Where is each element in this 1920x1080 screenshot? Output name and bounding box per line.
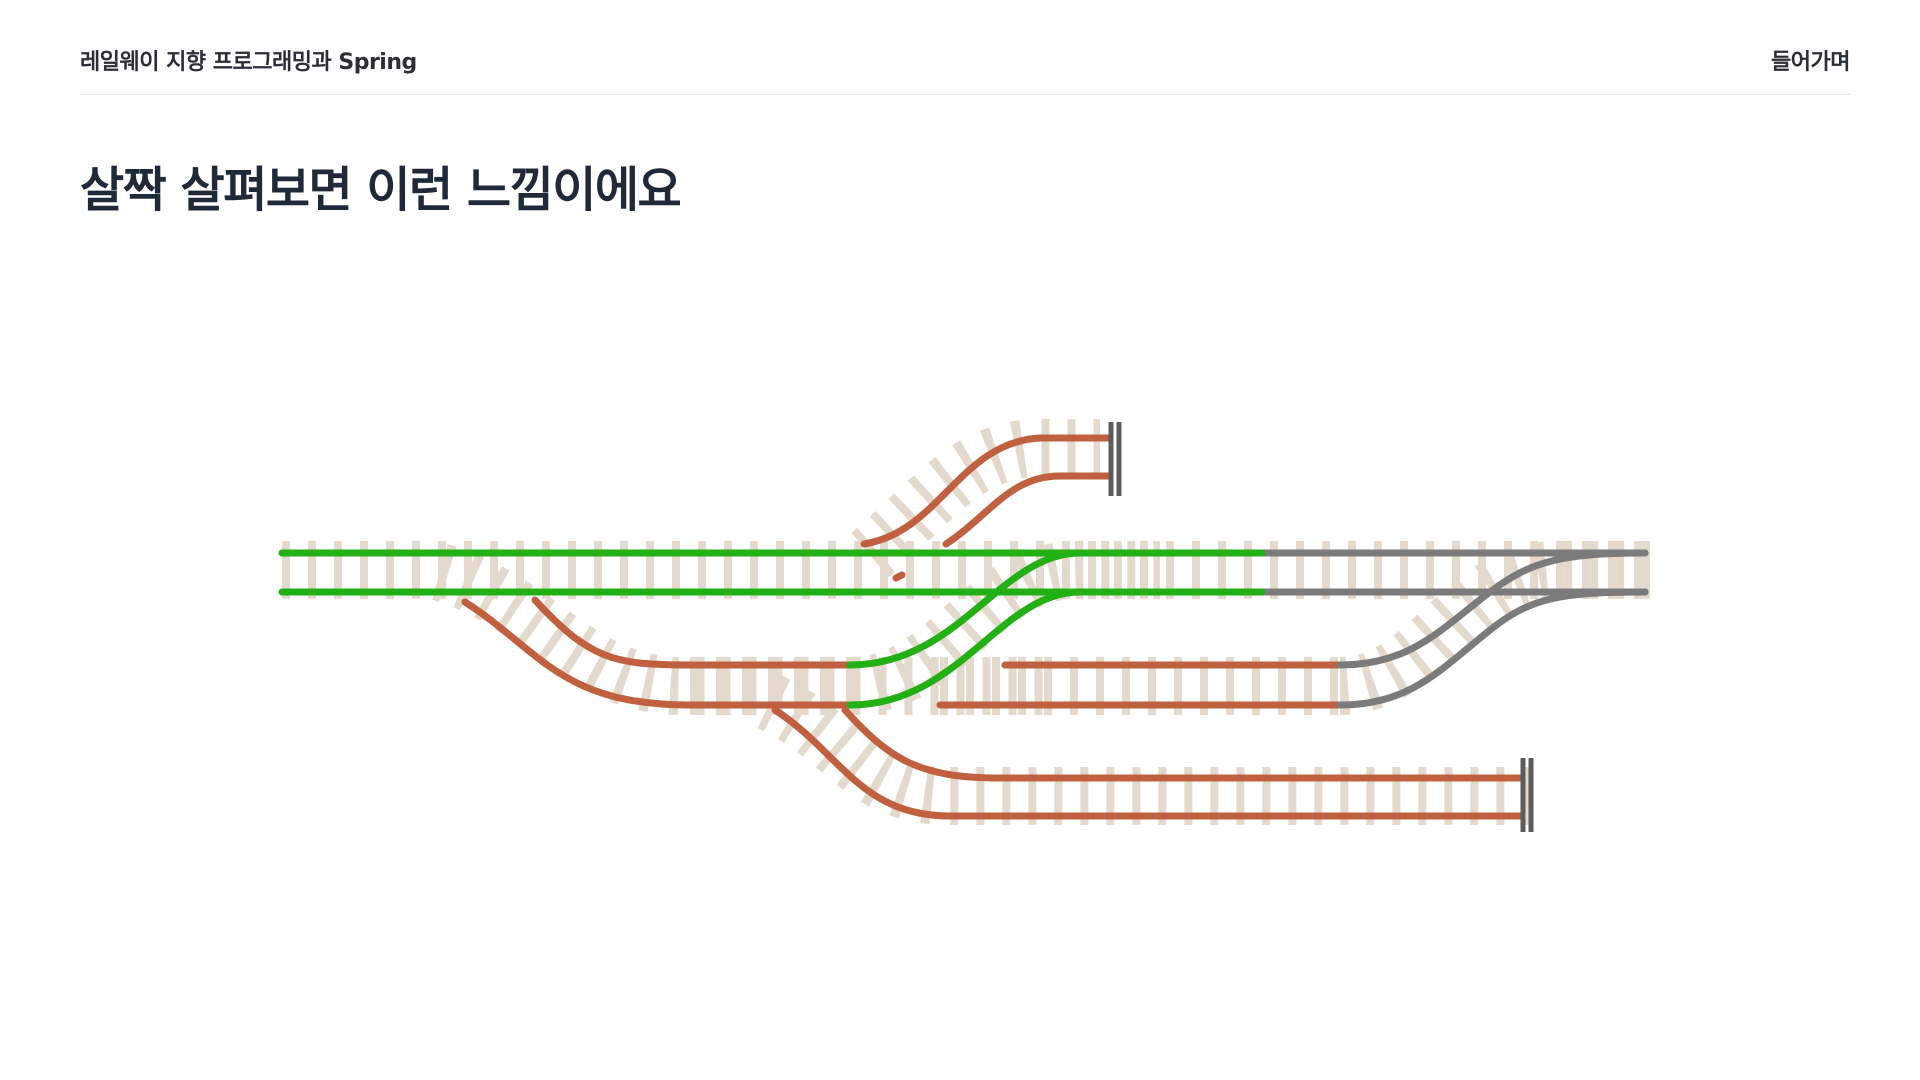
sleepers-bottom-branch [756,675,1530,825]
slide-header: 레일웨이 지향 프로그래밍과 Spring 들어가며 [80,44,1850,95]
success-tracks [278,549,1266,709]
inactive-tracks [1258,549,1649,709]
buffer-stop-top [1108,422,1122,496]
rail-siding-outer [860,434,1114,548]
rail-bottom-lower [771,706,1526,820]
rail-branch-upper [531,596,854,669]
rail-green-switch-lower [846,588,1164,709]
track-sleepers [282,419,1650,825]
rail-siding-stub [892,571,906,582]
rail-green-switch-upper [846,549,1164,669]
slide-title: 살짝 살펴보면 이런 느낌이에요 [80,162,682,218]
rail-gray-switch-lower [1336,588,1649,709]
series-title: 레일웨이 지향 프로그래밍과 Spring [80,50,417,75]
rail-bottom-upper [841,706,1526,782]
rail-gray-switch-upper [1336,549,1649,669]
sleepers-switch-middle [848,540,1160,715]
buffer-stop-bottom [1520,758,1534,832]
rail-siding-inner [942,472,1114,548]
sleepers-siding-up [851,419,1100,578]
section-label: 들어가며 [1771,50,1850,75]
failure-tracks [461,434,1526,820]
rail-branch-lower [461,598,854,709]
